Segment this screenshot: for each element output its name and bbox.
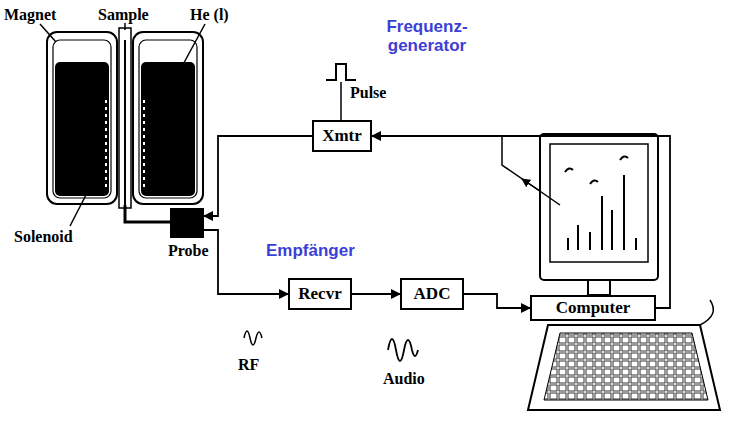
signal-connector — [204, 136, 312, 216]
part-label: He (l) — [190, 6, 229, 24]
sample-tube — [119, 28, 131, 208]
node-text: Probe — [168, 242, 209, 260]
node-text: Computer — [556, 298, 631, 318]
audio-wave — [388, 339, 418, 361]
node-text: Recvr — [298, 284, 341, 304]
node-text: Xmtr — [322, 126, 362, 146]
receiver-box: Recvr — [288, 278, 352, 310]
caption-label: Frequenz- generator — [372, 18, 482, 55]
computer-signal-arrow — [522, 179, 540, 191]
solenoid-coil — [106, 100, 144, 188]
node-text: ADC — [414, 284, 451, 304]
signal-label: RF — [238, 356, 259, 374]
signal-connector — [204, 230, 288, 294]
transmitter-box: Xmtr — [312, 120, 372, 152]
signal-connector — [352, 293, 400, 295]
part-label: Sample — [98, 6, 149, 24]
rf-wave — [244, 331, 262, 345]
pulse-lead — [340, 82, 342, 120]
computer-signal-line — [502, 137, 560, 205]
signal-label: Pulse — [350, 84, 386, 102]
signal-label: Audio — [383, 370, 425, 388]
pulse-symbol — [326, 64, 356, 80]
part-label: Solenoid — [14, 228, 73, 246]
leader-lines — [40, 23, 205, 226]
monitor — [540, 134, 658, 295]
caption-label: Empfänger — [266, 242, 355, 261]
probe-block: Probe — [170, 208, 204, 238]
adc-box: ADC — [400, 278, 464, 310]
magnet-dewar — [47, 32, 203, 204]
signal-connector — [464, 294, 530, 308]
part-label: Magnet — [4, 6, 56, 24]
probe-stem — [125, 205, 170, 222]
computer-box: Computer — [530, 295, 656, 321]
